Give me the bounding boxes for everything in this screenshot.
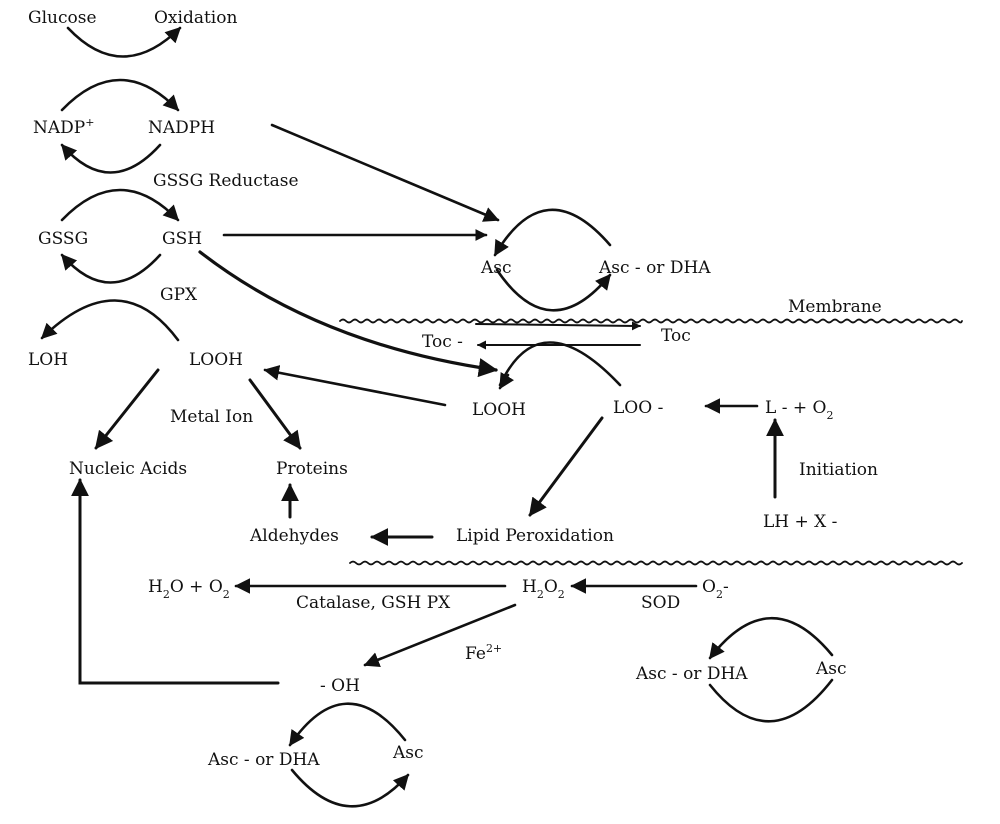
cycle-bottom-lower — [290, 768, 410, 808]
label-metal-ion: Metal Ion — [170, 407, 254, 427]
label-lipid-peroxidation: Lipid Peroxidation — [456, 526, 614, 546]
label-proteins: Proteins — [276, 459, 348, 479]
label-h2o-plus-o2: H2O + O2 — [148, 577, 230, 601]
label-nadph: NADPH — [148, 118, 216, 138]
label-glucose: Glucose — [28, 8, 97, 28]
arc-glucose-oxidation — [66, 26, 182, 58]
label-gssg-reductase: GSSG Reductase — [153, 171, 299, 191]
label-o2-minus: O2- — [702, 577, 729, 601]
arrow-nadph-cycle — [270, 123, 500, 222]
arc-gssg-reductase — [60, 188, 180, 222]
label-asc-or-dha-top: Asc - or DHA — [599, 258, 711, 278]
label-gpx: GPX — [160, 285, 198, 305]
label-asc-or-dha-bottom: Asc - or DHA — [208, 750, 320, 770]
label-aldehydes: Aldehydes — [250, 526, 339, 546]
label-l-plus-o2: L - + O2 — [765, 398, 834, 422]
arc-oxidation-nadph — [60, 78, 180, 112]
label-sod: SOD — [641, 593, 681, 613]
arrow-loo-lipid — [528, 416, 604, 517]
arc-nadph-nadp — [60, 143, 162, 174]
label-initiation: Initiation — [799, 460, 878, 480]
label-nadp-plus: NADP+ — [33, 116, 95, 138]
label-asc-top: Asc — [481, 258, 512, 278]
arrow-h2o2-oh — [363, 603, 517, 668]
arrow-toc-right — [475, 321, 641, 331]
cycle-right-lower — [708, 678, 834, 723]
label-nucleic-acids: Nucleic Acids — [69, 459, 188, 479]
label-toc: Toc — [661, 326, 691, 346]
arc-gsh-gssg — [60, 253, 162, 284]
label-lh-plus-x: LH + X - — [763, 512, 838, 532]
label-h2o2: H2O2 — [522, 577, 565, 601]
label-asc-right: Asc — [816, 659, 847, 679]
label-oxidation: Oxidation — [154, 8, 238, 28]
label-loh: LOH — [28, 350, 69, 370]
arrow-oh-nucleic — [71, 478, 280, 685]
label-oh-minus: - OH — [320, 676, 360, 696]
label-looh-mid: LOOH — [472, 400, 526, 420]
arrow-looh-left — [263, 365, 447, 407]
label-loo-minus: LOO - — [613, 398, 664, 418]
label-catalase: Catalase, GSH PX — [296, 593, 451, 613]
membrane-bottom — [349, 560, 963, 566]
cycle-mid-left-arrow — [498, 371, 515, 390]
cycle-bottom-upper — [288, 702, 407, 747]
arrow-looh-proteins — [248, 378, 302, 450]
label-gsh: GSH — [162, 229, 203, 249]
label-looh-left: LOOH — [189, 350, 243, 370]
label-fe2: Fe2+ — [465, 642, 503, 664]
cycle-right-upper — [708, 616, 834, 660]
label-membrane: Membrane — [788, 297, 882, 317]
cycle-top-upper — [493, 208, 612, 257]
label-asc-bottom: Asc — [393, 743, 424, 763]
membrane-top — [339, 318, 963, 324]
arrow-gsh-to-cycle — [198, 250, 498, 378]
cycle-top-lower — [495, 268, 612, 312]
cycle-mid — [498, 341, 622, 387]
arc-looh-loh — [40, 299, 180, 342]
arrow-looh-nucleic — [94, 368, 160, 450]
label-gssg: GSSG — [38, 229, 89, 249]
label-asc-or-dha-right: Asc - or DHA — [636, 664, 748, 684]
label-toc-minus: Toc - — [422, 332, 463, 352]
